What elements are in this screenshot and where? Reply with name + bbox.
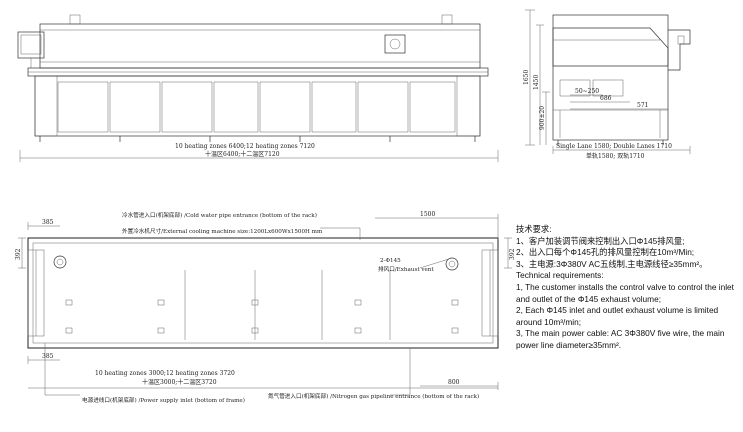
top-dim-392-right: 392 xyxy=(509,248,516,260)
top-length-label-cn: 十温区3000;十二温区3720 xyxy=(142,378,217,386)
tech-cn-1: 1、客户加装调节阀来控制出入口Φ145排风量; xyxy=(516,235,685,246)
cold-water-label: 冷水管进入口(机架底部) /Cold water pipe entrance (… xyxy=(122,211,317,219)
top-dim-800: 800 xyxy=(448,379,460,386)
tech-title-en: Technical requirements: xyxy=(516,270,604,281)
tech-en-1: 1, The customer installs the control val… xyxy=(516,281,734,304)
tech-cn-2: 2、出入口每个Φ145孔的排风量控制在10m³/Min; xyxy=(516,247,695,258)
side-height-conveyor: 900±20 xyxy=(539,106,546,130)
top-dim-385-bottom: 385 xyxy=(42,353,54,360)
top-view xyxy=(18,214,512,396)
control-panel-icon xyxy=(384,34,406,54)
side-view xyxy=(525,9,691,154)
tech-cn-3: 3、主电源:3Φ380V AC五线制,主电源线径≥35mm²。 xyxy=(516,258,708,269)
side-height-total: 1650 xyxy=(523,70,530,85)
top-dim-392-left: 392 xyxy=(15,248,22,260)
top-dim-385-top: 385 xyxy=(42,219,54,226)
monitor-icon xyxy=(17,31,45,68)
front-view xyxy=(17,14,499,162)
front-length-label-cn: 十温区6400;十二温区7120 xyxy=(205,150,280,158)
power-inlet-label: 电源进线口(机架底部) /Power supply inlet (bottom … xyxy=(82,396,245,404)
side-dim-50-250: 50~250 xyxy=(575,88,599,95)
side-height-upper: 1450 xyxy=(533,75,540,90)
front-length-label: 10 heating zones 6400;12 heating zones 7… xyxy=(175,143,315,150)
exhaust-vent-icon xyxy=(53,255,67,269)
technical-requirements: 技术要求: 1、客户加装调节阀来控制出入口Φ145排风量; 2、出入口每个Φ14… xyxy=(516,224,740,352)
side-width-label: Single Lane 1580; Double Lanes 1710 xyxy=(556,143,672,150)
tech-title-cn: 技术要求: xyxy=(516,224,552,234)
tech-en-2: 2, Each Φ145 inlet and outlet exhaust vo… xyxy=(516,305,719,327)
top-length-label: 10 heating zones 3000;12 heating zones 3… xyxy=(95,370,235,377)
tech-en-3: 3, The main power cable: AC 3Φ380V five … xyxy=(516,328,725,350)
cooling-machine-label: 外置冷水机尺寸/External cooling machine size:12… xyxy=(122,227,323,235)
nitrogen-inlet-label: 氮气管进入口(机架底部) /Nitrogen gas pipeline entr… xyxy=(268,392,479,400)
exhaust-dia-label: 2-Φ145 xyxy=(380,258,401,264)
exhaust-vent-icon xyxy=(445,257,459,271)
side-dim-686: 686 xyxy=(600,95,612,102)
top-dim-1500: 1500 xyxy=(420,211,435,218)
exhaust-vent-label: 排风口/Exhaust vent xyxy=(378,265,434,273)
side-dim-571: 571 xyxy=(637,102,648,109)
side-width-label-cn: 单轨1580; 双轨1710 xyxy=(586,152,645,160)
